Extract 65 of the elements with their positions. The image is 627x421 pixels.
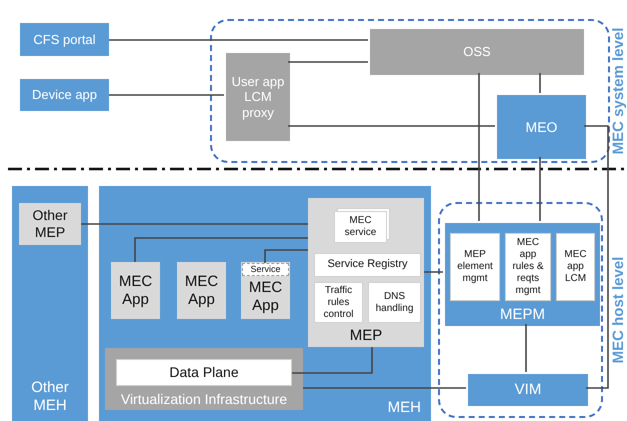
node-label: MEPM bbox=[499, 306, 546, 324]
connector-line bbox=[134, 237, 308, 262]
node-label: MEP element mgmt bbox=[456, 249, 494, 285]
function-box bbox=[314, 253, 421, 277]
connector-line bbox=[525, 324, 527, 372]
node-label: MEC service bbox=[344, 215, 378, 239]
service-tag bbox=[242, 263, 289, 276]
function-box bbox=[450, 233, 500, 301]
node-label: MEC app rules & reqts mgmt bbox=[511, 237, 545, 297]
process-box bbox=[20, 79, 109, 111]
node-label: MEC App bbox=[118, 272, 154, 308]
connector-line bbox=[292, 347, 373, 374]
process-box bbox=[445, 223, 600, 326]
function-box bbox=[314, 282, 363, 323]
node-label: Service bbox=[249, 264, 282, 275]
node-label: OSS bbox=[462, 44, 492, 60]
node-label: DNS handling bbox=[374, 290, 414, 314]
node-label: Virtualization Infrastructure bbox=[120, 391, 288, 408]
connector-line bbox=[584, 125, 609, 389]
node-label: MEC App bbox=[248, 278, 284, 314]
component-box bbox=[19, 203, 81, 245]
node-label: Other MEH bbox=[30, 379, 70, 415]
node-label: Service Registry bbox=[326, 258, 409, 272]
node-label: Device app bbox=[30, 87, 98, 103]
process-box bbox=[226, 53, 290, 141]
component-box bbox=[111, 262, 160, 319]
connector-line bbox=[264, 249, 308, 263]
process-box bbox=[497, 95, 586, 159]
function-box bbox=[116, 359, 292, 386]
component-box bbox=[241, 262, 290, 319]
connector-line bbox=[81, 223, 308, 225]
process-box bbox=[12, 186, 88, 421]
node-label: MEP bbox=[348, 327, 384, 345]
connector-line bbox=[424, 271, 443, 273]
process-box bbox=[370, 29, 584, 75]
connector-line bbox=[303, 387, 466, 389]
connector-line bbox=[478, 73, 480, 221]
connector-line bbox=[539, 157, 541, 221]
node-label: Traffic rules control bbox=[322, 284, 354, 320]
node-label: MEH bbox=[386, 399, 422, 417]
node-label: Data Plane bbox=[168, 364, 240, 381]
function-box bbox=[505, 233, 551, 301]
process-box bbox=[20, 23, 109, 56]
node-label: MEC app LCM bbox=[563, 249, 588, 285]
function-box bbox=[556, 233, 595, 301]
node-label: Other MEP bbox=[31, 207, 68, 241]
level-label: MEC host level bbox=[610, 256, 627, 366]
process-box bbox=[105, 348, 303, 410]
service-box bbox=[334, 211, 387, 243]
connector-line bbox=[109, 39, 368, 41]
connector-line bbox=[288, 125, 495, 127]
node-label: CFS portal bbox=[32, 32, 97, 48]
node-label: MEC App bbox=[184, 272, 220, 308]
component-box bbox=[308, 198, 424, 347]
connector-line bbox=[109, 94, 224, 96]
node-label: User app LCM proxy bbox=[230, 74, 286, 120]
function-box bbox=[368, 282, 421, 323]
level-label: MEC system level bbox=[610, 26, 627, 156]
connector-line bbox=[288, 61, 368, 63]
process-box bbox=[99, 186, 431, 421]
node-label: VIM bbox=[514, 381, 542, 399]
connector-line bbox=[539, 73, 541, 93]
process-box bbox=[468, 374, 588, 406]
node-label: MEO bbox=[524, 118, 558, 136]
component-box bbox=[177, 262, 226, 319]
